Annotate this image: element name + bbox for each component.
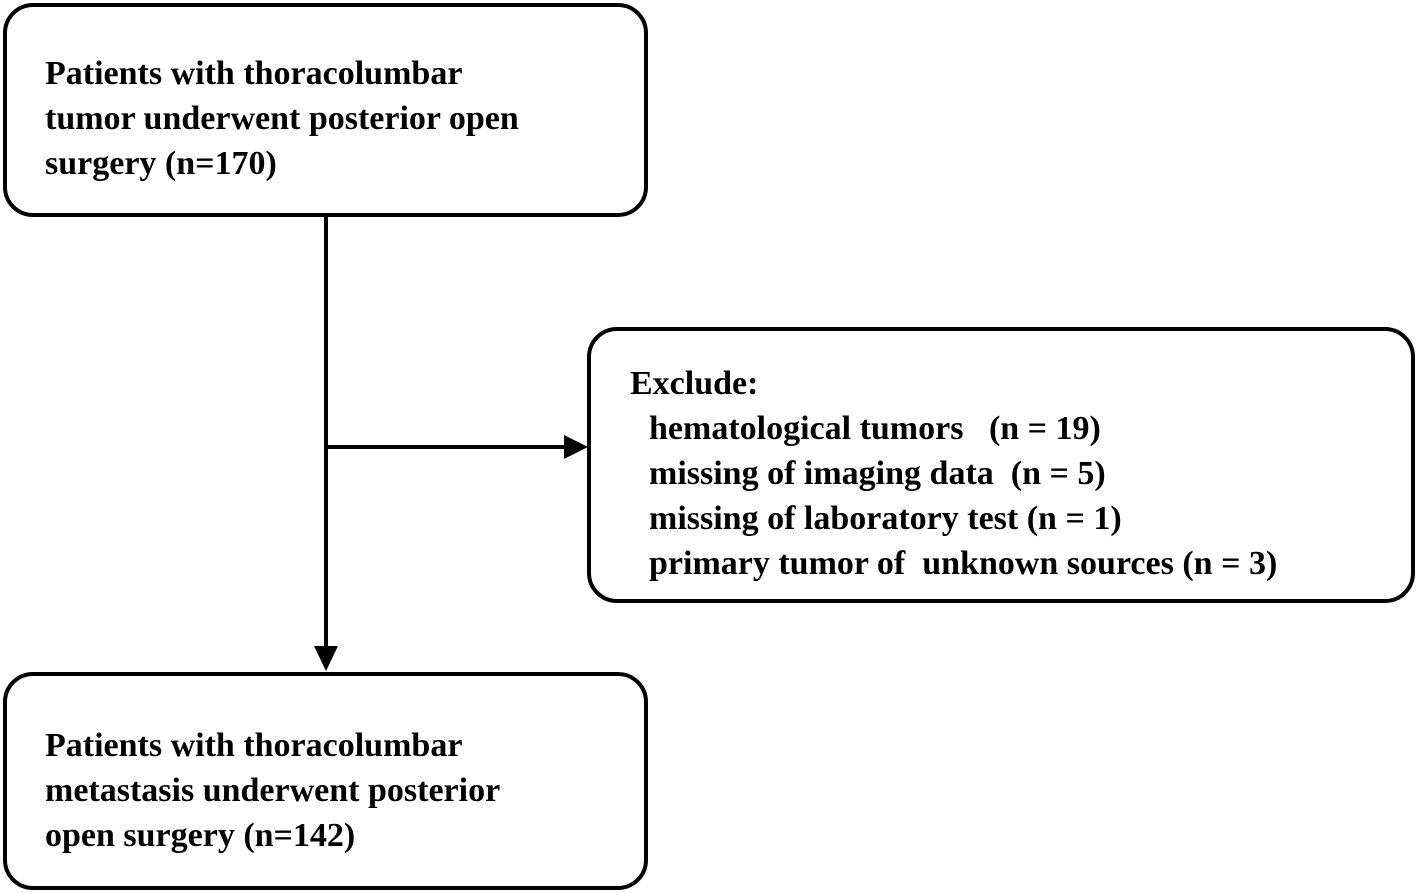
initial-cohort-line: Patients with thoracolumbar [45, 55, 463, 92]
initial-cohort-text: Patients with thoracolumbar tumor underwe… [45, 51, 519, 186]
exclusion-item-hematological: hematological tumors (n = 19) [649, 410, 1101, 447]
exclusion-heading: Exclude: [630, 365, 759, 402]
final-cohort-line: metastasis underwent posterior [45, 772, 501, 809]
final-cohort-line: Patients with thoracolumbar [45, 727, 463, 764]
final-cohort-box: Patients with thoracolumbar metastasis un… [3, 672, 648, 890]
main-flow-arrowhead [314, 646, 338, 671]
exclusion-box: Exclude: hematological tumors (n = 19) m… [587, 327, 1415, 603]
final-cohort-text: Patients with thoracolumbar metastasis un… [45, 723, 500, 858]
exclusion-item-laboratory: missing of laboratory test (n = 1) [649, 500, 1122, 537]
initial-cohort-box: Patients with thoracolumbar tumor underwe… [3, 3, 648, 217]
final-cohort-line: open surgery (n=142) [45, 817, 356, 854]
exclusion-branch-arrowhead [564, 435, 588, 459]
exclusion-item-imaging: missing of imaging data (n = 5) [649, 455, 1106, 492]
exclusion-item-unknown-primary: primary tumor of unknown sources (n = 3) [649, 545, 1278, 582]
exclusion-list: hematological tumors (n = 19) missing of… [649, 406, 1277, 586]
initial-cohort-line: surgery (n=170) [45, 145, 277, 182]
initial-cohort-line: tumor underwent posterior open [45, 100, 519, 137]
